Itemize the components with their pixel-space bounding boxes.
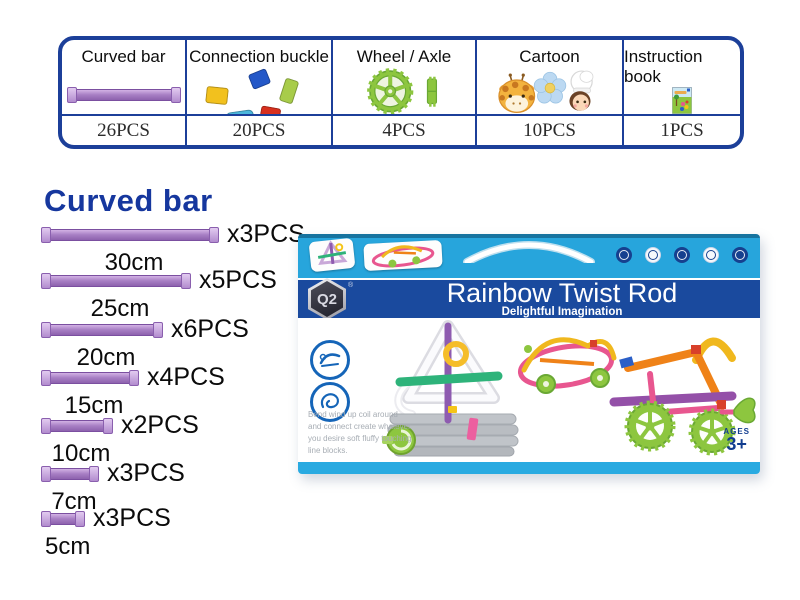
brand-logo-icon: Q2	[308, 278, 346, 320]
bar-row-25cm: x5PCS 25cm	[41, 266, 277, 322]
bar-size: 10cm	[51, 440, 111, 467]
bar-row-30cm: x3PCS 30cm	[41, 220, 305, 276]
feature-badge-icon	[703, 247, 719, 263]
brand-logo-text: Q2	[316, 290, 337, 308]
description-line: line blocks.	[308, 446, 348, 455]
product-title: Rainbow Twist Rod	[446, 278, 678, 308]
product-description: Bend wind up coil around and connect cre…	[308, 409, 411, 457]
bar-quantity: x3PCS	[107, 459, 185, 487]
curved-bar-icon	[41, 510, 85, 527]
bar-row-10cm: x2PCS 10cm	[41, 411, 199, 467]
parts-count: 20PCS	[187, 114, 333, 145]
winding-feature-icon	[310, 382, 350, 422]
buckle-piece-red	[258, 105, 282, 114]
bar-quantity: x5PCS	[199, 266, 277, 294]
age-rating: AGES 3+	[723, 427, 750, 454]
product-box-photo: Q2 ® Rainbow Twist Rod Delightful Imagin…	[298, 234, 760, 474]
box-bottom-strip	[298, 462, 760, 474]
bar-quantity: x4PCS	[147, 363, 225, 391]
curved-bar-icon	[41, 369, 139, 386]
column-label: Wheel / Axle	[356, 47, 452, 66]
wheel-axle-icon	[367, 68, 438, 114]
bar-quantity: x3PCS	[227, 220, 305, 248]
feature-badge-icon	[616, 247, 632, 263]
buckle-piece-yellow	[205, 85, 229, 106]
sailboat-model	[382, 320, 519, 457]
bar-size: 20cm	[76, 344, 136, 371]
cartoon-icon	[497, 70, 593, 113]
parts-count: 10PCS	[477, 114, 624, 145]
bar-size: 15cm	[64, 392, 124, 419]
column-label: Connection buckle	[189, 47, 329, 66]
parts-column-instruction-book: Instruction book	[624, 40, 740, 114]
car-model	[609, 337, 756, 456]
parts-column-curved-bar: Curved bar	[62, 40, 187, 114]
parts-table: Curved bar Connection buckle Wheel / Axl…	[58, 36, 744, 149]
bar-row-20cm: x6PCS 20cm	[41, 315, 249, 371]
description-line: and connect create whatever	[308, 422, 411, 431]
toy-models-illustration	[382, 320, 756, 457]
bar-row-5cm: x3PCS 5cm	[41, 504, 171, 560]
column-label: Instruction book	[624, 47, 703, 86]
parts-column-wheel-axle: Wheel / Axle	[333, 40, 477, 114]
bar-size: 25cm	[90, 295, 150, 322]
column-label: Curved bar	[81, 47, 166, 66]
bar-size: 30cm	[104, 249, 164, 276]
feature-badge-icon	[674, 247, 690, 263]
curved-bar-icon	[41, 321, 163, 338]
curved-bar-icon	[41, 465, 99, 482]
box-title-band: Q2 ® Rainbow Twist Rod Delightful Imagin…	[298, 278, 760, 320]
product-subtitle: Delightful Imagination	[501, 306, 623, 318]
bar-quantity: x3PCS	[93, 504, 171, 532]
description-line: Bend wind up coil around	[308, 410, 398, 419]
bar-row-15cm: x4PCS 15cm	[41, 363, 225, 419]
feature-badge-icon	[732, 247, 748, 263]
box-top-flap	[298, 234, 760, 278]
buckle-piece-cyan	[225, 109, 255, 114]
bar-size: 5cm	[45, 533, 91, 560]
parts-count: 26PCS	[62, 114, 187, 145]
column-label: Cartoon	[519, 47, 580, 66]
registered-mark: ®	[348, 282, 354, 289]
parts-count: 4PCS	[333, 114, 477, 145]
coil-feature-icon	[310, 340, 350, 380]
ages-label: AGES	[723, 427, 750, 436]
parts-count: 1PCS	[624, 114, 740, 145]
model-sticker-icon	[363, 239, 443, 272]
description-line: you desire soft fluffy touching	[308, 434, 412, 443]
section-heading: Curved bar	[44, 183, 213, 218]
curved-bar-icon	[41, 226, 219, 243]
rod-plane-model	[517, 337, 617, 394]
feature-badges	[616, 247, 748, 263]
feature-badge-icon	[645, 247, 661, 263]
bar-quantity: x6PCS	[171, 315, 249, 343]
ages-value: 3+	[726, 434, 747, 454]
curved-bar-icon	[41, 272, 191, 289]
instruction-book-icon	[672, 87, 692, 114]
parts-column-cartoon: Cartoon	[477, 40, 624, 114]
curved-bar-icon	[66, 87, 181, 103]
connection-buckle-icon	[194, 68, 324, 114]
box-handle	[463, 241, 595, 263]
bar-size: 7cm	[51, 488, 97, 515]
bar-row-7cm: x3PCS 7cm	[41, 459, 185, 515]
model-sticker-icon	[308, 237, 356, 273]
curved-bar-icon	[41, 417, 113, 434]
buckle-piece-blue	[247, 68, 272, 90]
box-front-panel: Bend wind up coil around and connect cre…	[298, 318, 760, 462]
buckle-piece-green	[278, 77, 300, 105]
bar-quantity: x2PCS	[121, 411, 199, 439]
parts-column-connection-buckle: Connection buckle	[187, 40, 333, 114]
